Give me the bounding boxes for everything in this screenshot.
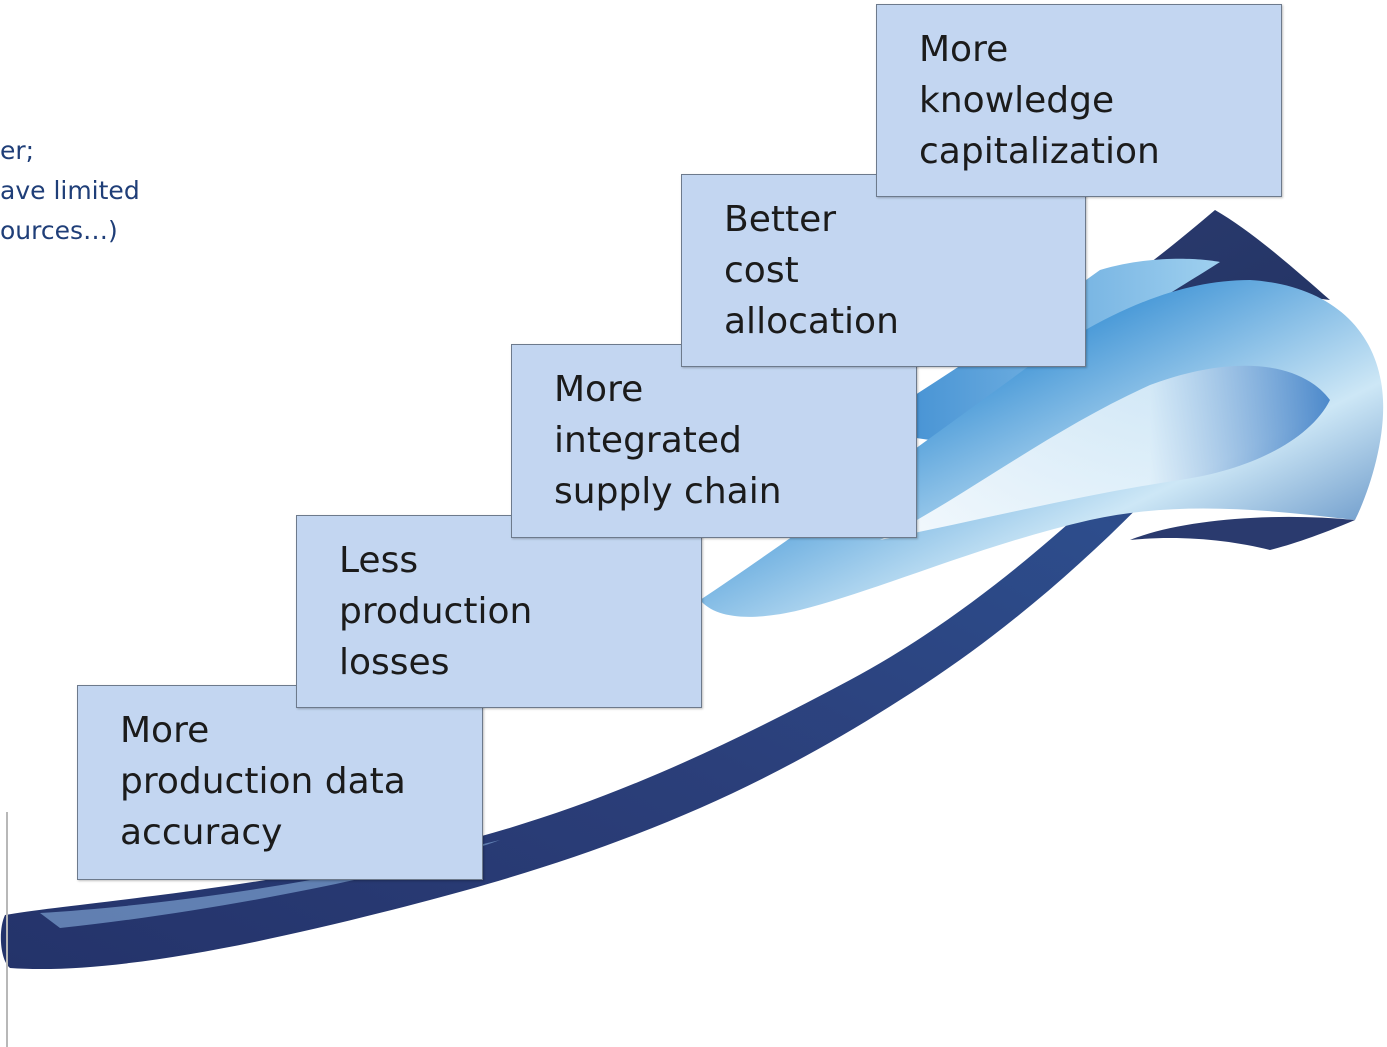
step-2-line-1: Less	[339, 540, 419, 581]
step-2-line-2: production	[339, 591, 533, 632]
step-2-line-3: losses	[339, 642, 450, 683]
left-text-line-2: ave limited	[0, 176, 140, 205]
step-5-line-3: capitalization	[919, 131, 1160, 172]
step-box-knowledge-capitalization: More knowledge capitalization	[876, 4, 1282, 197]
step-5-line-2: knowledge	[919, 80, 1115, 121]
step-4-line-2: cost	[724, 250, 799, 291]
step-3-line-1: More	[554, 369, 644, 410]
step-box-production-losses: Less production losses	[296, 515, 702, 708]
step-1-line-1: More	[120, 710, 210, 751]
step-5-line-1: More	[919, 29, 1009, 70]
step-1-line-2: production data	[120, 761, 406, 802]
step-4-line-3: allocation	[724, 301, 899, 342]
step-3-line-3: supply chain	[554, 471, 782, 512]
step-1-line-3: accuracy	[120, 812, 283, 853]
left-text-line-1: er;	[0, 136, 35, 165]
step-box-production-data-accuracy: More production data accuracy	[77, 685, 483, 880]
step-box-integrated-supply-chain: More integrated supply chain	[511, 344, 917, 538]
step-3-line-2: integrated	[554, 420, 742, 461]
step-box-cost-allocation: Better cost allocation	[681, 174, 1086, 367]
left-frame-line	[6, 812, 8, 1047]
left-text-line-3: ources…)	[0, 216, 118, 245]
step-4-line-1: Better	[724, 199, 837, 240]
